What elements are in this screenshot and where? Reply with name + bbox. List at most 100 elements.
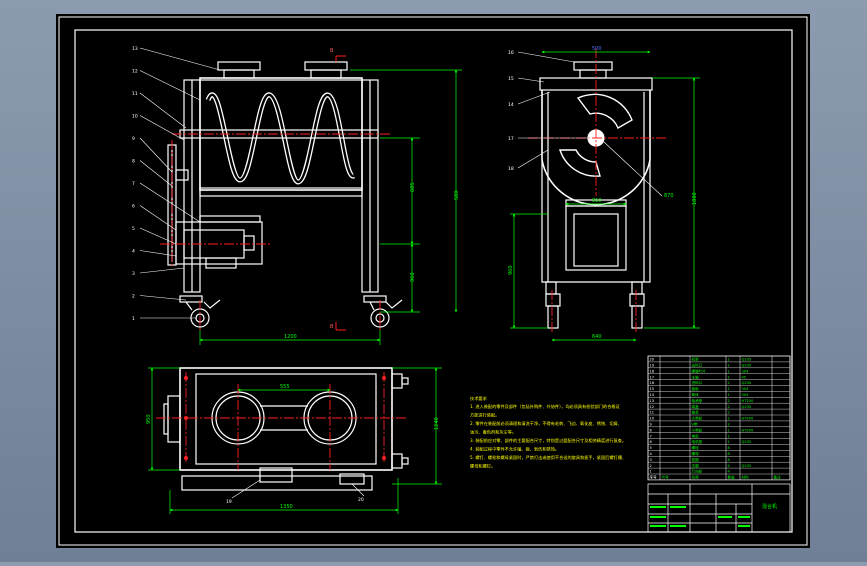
title-block xyxy=(647,483,791,533)
balloon-15: 15 xyxy=(508,76,514,82)
table-cell: 8 xyxy=(728,446,731,450)
leader-line xyxy=(139,47,221,71)
leader-line xyxy=(603,141,663,197)
top-dim-text: 1350 950 555 1240 xyxy=(146,384,440,510)
table-cell: Q235 xyxy=(742,405,752,409)
balloon-10: 10 xyxy=(132,114,138,120)
balloon-8: 8 xyxy=(132,159,135,165)
balloon-16: 16 xyxy=(508,50,514,56)
balloon-12: 12 xyxy=(132,69,138,75)
leader-line xyxy=(139,137,173,173)
table-cell: 14 xyxy=(650,393,655,397)
dim-top-950: 950 xyxy=(146,414,152,424)
table-cell: 机架 xyxy=(692,357,700,362)
balloon-7: 7 xyxy=(132,181,135,187)
table-cell: 垫圈 xyxy=(692,457,700,462)
table-cell: 304 xyxy=(742,393,750,397)
dim-front-960: 960 xyxy=(410,272,416,282)
section-mark-bottom: B xyxy=(330,324,334,330)
table-cell: 45 xyxy=(742,375,747,379)
table-cell: 序号 xyxy=(650,475,658,480)
balloon-20: 20 xyxy=(358,497,364,503)
table-cell: 2 xyxy=(728,405,730,409)
dim-front-685: 685 xyxy=(410,182,416,192)
table-cell: 4 xyxy=(728,464,731,468)
table-cell: HT200 xyxy=(742,399,754,403)
table-cell: 18 xyxy=(650,369,655,373)
table-cell: 筒体 xyxy=(692,392,700,397)
balloon-17: 17 xyxy=(508,136,514,142)
balloon-18: 18 xyxy=(508,166,514,172)
table-cell: 7 xyxy=(650,434,652,438)
leader-line xyxy=(351,483,365,497)
table-cell: 4 xyxy=(650,452,653,456)
table-cell: 1 xyxy=(728,393,730,397)
leader-line xyxy=(517,149,549,169)
balloon-11: 11 xyxy=(132,91,138,97)
table-cell: 轴承 xyxy=(692,410,700,415)
leader-line xyxy=(139,70,201,101)
balloon-4: 4 xyxy=(132,249,135,255)
table-cell: 19 xyxy=(650,364,655,368)
table-cell: 1 xyxy=(728,428,730,432)
table-cell: 主轴 xyxy=(692,374,700,379)
dim-side-810: 810 xyxy=(592,198,602,204)
leader-line xyxy=(139,250,177,257)
table-cell: 1 xyxy=(728,440,730,444)
table-cell: 10 xyxy=(650,417,655,421)
balloon-6: 6 xyxy=(132,204,135,210)
dim-top-1240: 1240 xyxy=(434,417,440,430)
table-cell: 6 xyxy=(650,440,653,444)
table-cell: 1 xyxy=(728,364,730,368)
title-block-green xyxy=(650,506,750,527)
balloon-5: 5 xyxy=(132,226,135,232)
technical-notes: 技术要求 1. 进入装配的零件及部件（包括外购件、外协件），均必须具有检验部门的… xyxy=(470,395,626,470)
table-cell: Q235 xyxy=(742,358,752,362)
table-cell: 9 xyxy=(650,423,653,427)
table-cell: 17 xyxy=(650,375,655,379)
table-cell: 数量 xyxy=(728,475,736,480)
table-cell: HT200 xyxy=(742,417,754,421)
table-cell: 8 xyxy=(650,428,653,432)
table-cell: 轴承座 xyxy=(692,398,703,403)
table-cell: HT200 xyxy=(742,428,754,432)
leader-line xyxy=(139,295,187,301)
leader-line xyxy=(139,92,187,129)
notes-line: 2. 零件在装配前必须清理和清洗干净，不得有毛刺、飞边、氧化皮、锈蚀、切屑、 xyxy=(470,420,622,427)
table-cell: 2 xyxy=(728,399,730,403)
table-cell: 15 xyxy=(650,387,655,391)
table-cell: 1 xyxy=(728,358,730,362)
table-cell: 8 xyxy=(728,458,731,462)
dim-front-580: 580 xyxy=(454,190,460,200)
table-cell: 材料 xyxy=(742,475,750,480)
table-cell: 大带轮 xyxy=(692,416,703,421)
table-cell: 2 xyxy=(650,464,652,468)
table-cell: 端盖 xyxy=(692,404,700,409)
notes-line: 螺母和螺钉。 xyxy=(470,463,495,470)
table-cell: 支腿 xyxy=(692,463,700,468)
notes-title: 技术要求 xyxy=(470,395,488,402)
table-cell: 8 xyxy=(728,452,731,456)
table-cell: 小带轮 xyxy=(692,427,703,432)
table-cell: 螺旋叶片 xyxy=(692,368,707,373)
leader-line xyxy=(517,91,551,105)
leader-line xyxy=(139,115,185,141)
table-cell: 2 xyxy=(728,411,730,415)
table-cell: 20 xyxy=(650,358,655,362)
table-cell: Q235 xyxy=(742,381,752,385)
table-cell: 1 xyxy=(650,470,652,474)
table-cell: 11 xyxy=(650,411,655,415)
table-cell: 电机座 xyxy=(692,439,703,444)
dim-top-1350: 1350 xyxy=(280,504,293,510)
balloon-13: 13 xyxy=(132,46,138,52)
outer-border xyxy=(58,16,808,546)
drawing-name: 混合机 xyxy=(762,503,777,510)
table-cell: 螺栓 xyxy=(692,445,700,450)
dim-side-960: 960 xyxy=(508,265,514,275)
leader-line xyxy=(231,479,261,499)
front-dim-text: 685 960 580 1200 xyxy=(284,182,460,340)
notes-line: 5. 螺钉、螺栓和螺母紧固时，严禁打击或使用不合适的旋具和扳手，紧固后螺钉槽、 xyxy=(470,454,626,461)
balloon-3: 3 xyxy=(132,271,135,277)
